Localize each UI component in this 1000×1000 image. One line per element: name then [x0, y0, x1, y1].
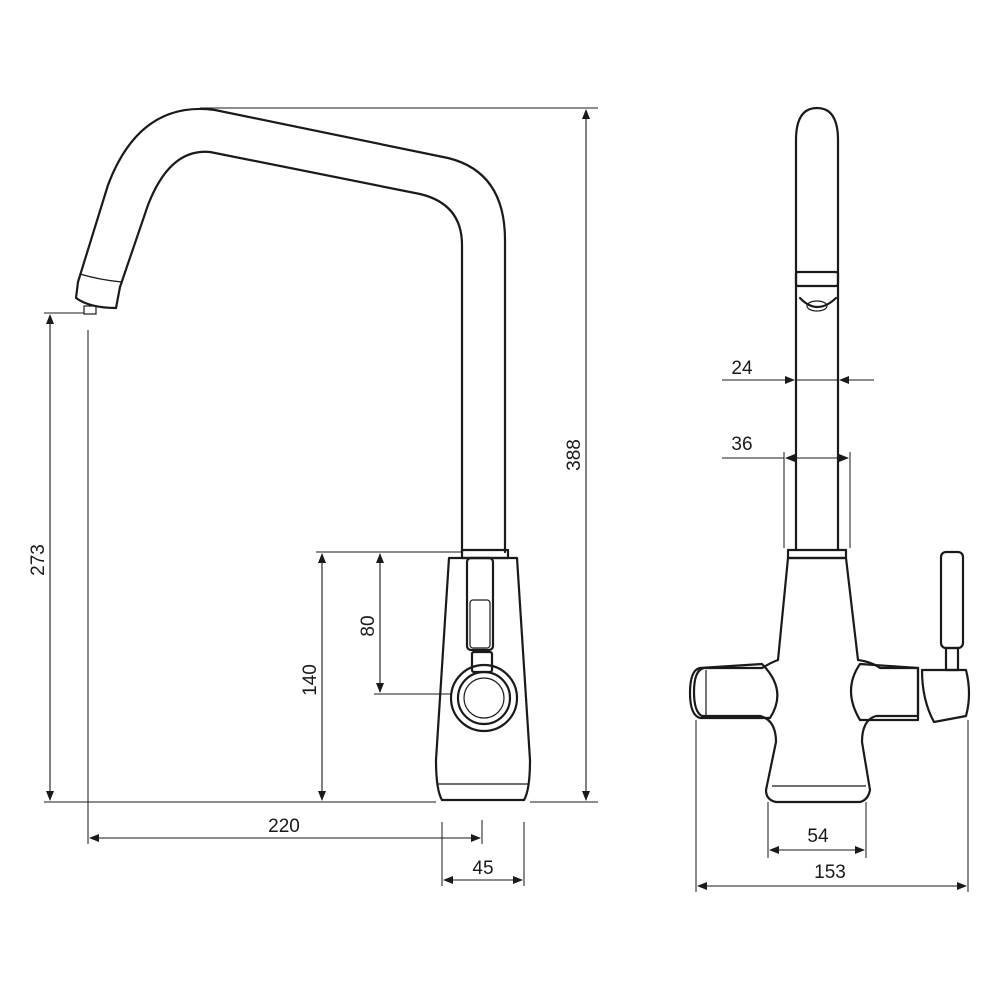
aerator-nozzle — [83, 305, 97, 315]
front-collar — [786, 548, 848, 560]
dim-24-label: 24 — [731, 358, 753, 379]
knob-stem — [470, 650, 494, 674]
front-spout-outline — [794, 106, 840, 552]
spout-outer-outline — [76, 107, 507, 554]
dim-220-label: 220 — [268, 816, 300, 837]
dim-140-label: 140 — [300, 664, 321, 696]
dim-273-label: 273 — [28, 544, 49, 576]
front-aerator — [794, 270, 840, 288]
front-view — [688, 106, 971, 804]
dimension-lines: 388 273 140 80 220 45 24 36 — [28, 107, 969, 892]
right-lever — [939, 550, 965, 650]
handle-slot — [465, 556, 495, 652]
aerator-tip — [74, 280, 122, 310]
handle-slot-inner — [469, 599, 491, 649]
right-lever-stem — [944, 646, 960, 672]
collar — [460, 548, 510, 560]
dim-54-label: 54 — [807, 826, 829, 847]
spout-inner-outline — [118, 150, 464, 554]
dim-36-label: 36 — [731, 434, 752, 455]
left-handle — [688, 662, 779, 720]
side-view — [74, 107, 532, 802]
front-aerator-nozzle — [806, 300, 828, 312]
knob-inner — [463, 677, 505, 719]
front-body-outline — [692, 556, 920, 804]
dim-80-label: 80 — [358, 615, 379, 636]
dim-153-label: 153 — [814, 862, 846, 883]
dim-45-label: 45 — [472, 858, 493, 879]
front-aerator-tip — [798, 296, 838, 309]
knob-ring — [456, 670, 512, 726]
right-handle — [849, 662, 920, 722]
knob-outer — [449, 663, 519, 733]
right-lever-knob — [920, 668, 971, 724]
body-outline — [434, 556, 532, 802]
aerator-band — [79, 273, 123, 283]
dim-388-label: 388 — [564, 439, 585, 471]
